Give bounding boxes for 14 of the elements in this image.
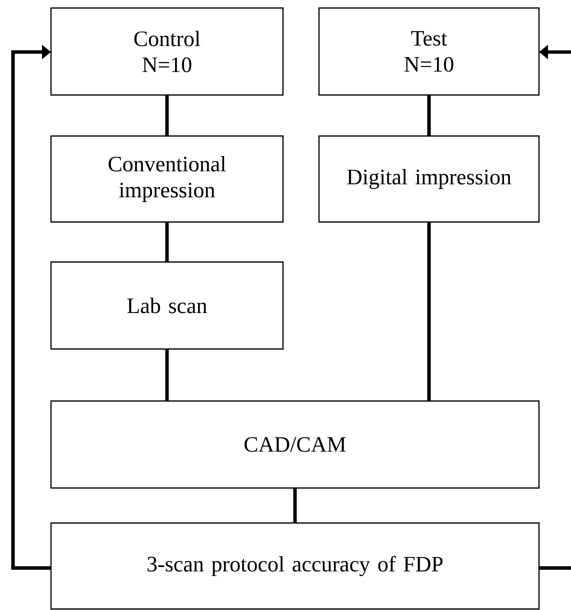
process-box: Test N=10	[318, 7, 540, 96]
connector-line	[11, 44, 51, 570]
process-box: Digital impression	[318, 135, 540, 223]
connector-line	[165, 222, 169, 262]
connector-line	[427, 95, 431, 136]
process-box: Lab scan	[50, 261, 284, 350]
connector-line	[165, 95, 169, 136]
connector-line	[427, 222, 431, 401]
connector-line	[165, 349, 169, 401]
process-box: 3-scan protocol accuracy of FDP	[50, 522, 540, 610]
process-box: Conventional impression	[50, 135, 284, 223]
process-box: Control N=10	[50, 7, 284, 96]
connector-line	[293, 488, 297, 523]
process-box: CAD/CAM	[50, 400, 540, 489]
